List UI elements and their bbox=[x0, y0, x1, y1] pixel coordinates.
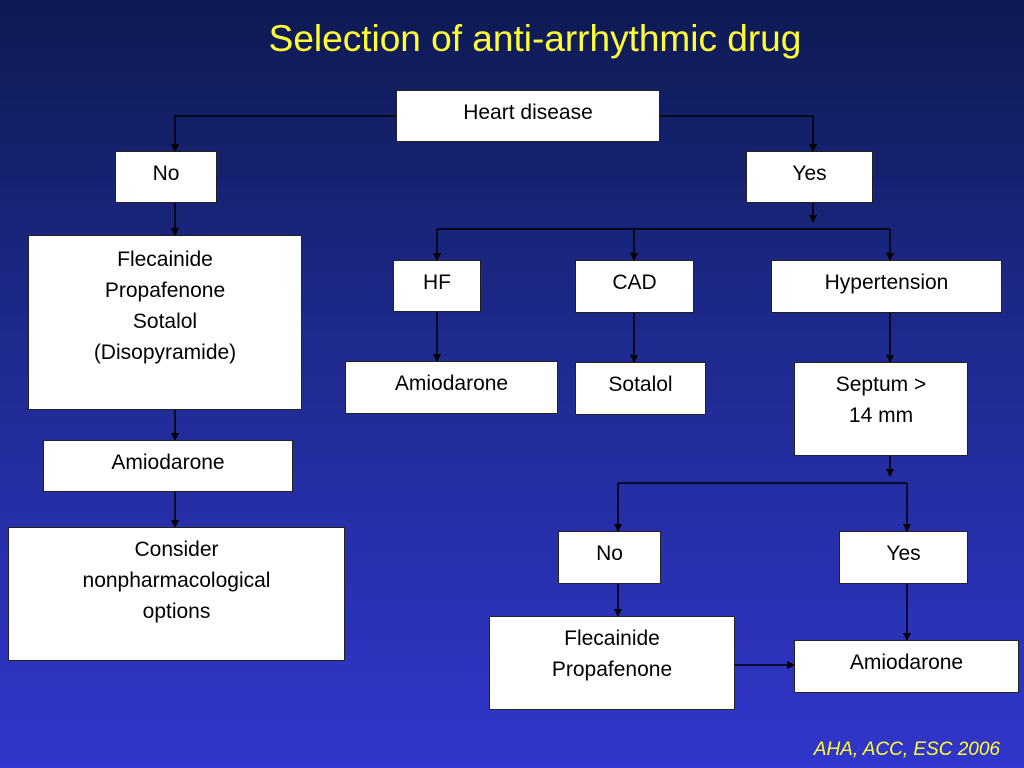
node-yes-right: Yes bbox=[746, 151, 873, 203]
node-septum: Septum > 14 mm bbox=[794, 362, 968, 456]
node-right-drugs: Flecainide Propafenone bbox=[489, 616, 735, 710]
node-septum-yes: Yes bbox=[839, 531, 968, 584]
node-cad: CAD bbox=[575, 260, 694, 313]
node-left-consider: Consider nonpharmacological options bbox=[8, 527, 345, 661]
node-no-left: No bbox=[115, 151, 217, 203]
node-left-amiodarone: Amiodarone bbox=[43, 440, 293, 492]
node-septum-no: No bbox=[558, 531, 661, 584]
node-hf: HF bbox=[393, 260, 481, 312]
connector-heart-to-no bbox=[171, 115, 396, 152]
node-left-drugs: Flecainide Propafenone Sotalol (Disopyra… bbox=[28, 235, 302, 410]
node-hypertension: Hypertension bbox=[771, 260, 1002, 313]
node-hf-amiodarone: Amiodarone bbox=[345, 361, 558, 414]
node-right-amiodarone: Amiodarone bbox=[794, 640, 1019, 693]
node-cad-sotalol: Sotalol bbox=[575, 362, 706, 415]
connector-heart-to-yes bbox=[660, 115, 817, 152]
citation: AHA, ACC, ESC 2006 bbox=[813, 739, 1000, 760]
page-title: Selection of anti-arrhythmic drug bbox=[268, 18, 802, 59]
node-heart-disease: Heart disease bbox=[396, 90, 660, 142]
